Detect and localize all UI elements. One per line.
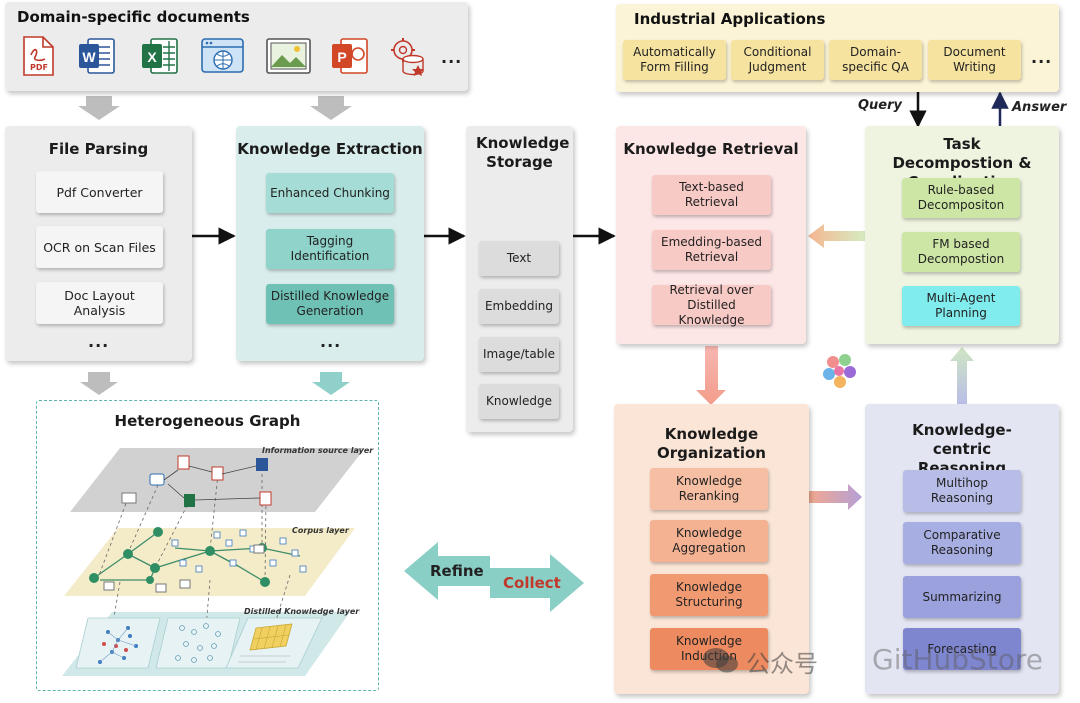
domain-documents-panel: Domain-specific documents PDF W X (5, 2, 468, 91)
industrial-more: ... (1031, 48, 1053, 67)
storage-image-table-card: Image/table (479, 337, 559, 372)
rule-based-decomposition-card: Rule-based Decompositon (902, 178, 1020, 218)
file-parsing-panel: File Parsing Pdf Converter OCR on Scan F… (5, 126, 192, 361)
forecasting-card: Forecasting (903, 628, 1021, 670)
enhanced-chunking-card: Enhanced Chunking (266, 173, 394, 213)
file-parsing-title: File Parsing (48, 140, 149, 158)
documents-more: ... (441, 48, 463, 67)
heterogeneous-graph-panel: Heterogeneous Graph (36, 400, 379, 691)
pdf-icon: PDF (21, 35, 55, 76)
fm-based-decomposition-card: FM based Decompostion (902, 232, 1020, 272)
collect-label: Collect (503, 574, 561, 592)
knowledge-storage-panel: Knowledge Storage Text Embedding Image/t… (466, 126, 573, 432)
doc-layout-card: Doc Layout Analysis (36, 282, 163, 324)
comparative-reasoning-card: Comparative Reasoning (903, 522, 1021, 564)
storage-text-card: Text (479, 241, 559, 276)
knowledge-extraction-panel: Knowledge Extraction Enhanced Chunking T… (236, 126, 424, 361)
knowledge-extraction-more: ... (320, 332, 342, 351)
knowledge-retrieval-panel: Knowledge Retrieval Text-based Retrieval… (616, 126, 806, 344)
knowledge-storage-title: Knowledge Storage (476, 134, 570, 171)
svg-text:W: W (82, 49, 96, 65)
distilled-knowledge-card: Distilled Knowledge Generation (266, 284, 394, 324)
wechat-icon (700, 644, 740, 676)
pdf-text: PDF (30, 63, 48, 72)
knowledge-aggregation-card: Knowledge Aggregation (650, 520, 768, 562)
app-form-filling: Automatically Form Filling (623, 40, 726, 80)
app-domain-qa: Domain-specific QA (829, 40, 922, 80)
knowledge-organization-title: Knowledge Organization (657, 425, 766, 462)
text-based-retrieval-card: Text-based Retrieval (652, 175, 771, 215)
file-parsing-more: ... (88, 332, 110, 351)
refine-label: Refine (430, 562, 484, 580)
industrial-applications-panel: Industrial Applications Automatically Fo… (616, 4, 1059, 92)
watermark-name: GitHubStore (872, 643, 1044, 676)
distilled-knowledge-layer-label: Distilled Knowledge layer (244, 607, 360, 616)
image-icon (266, 37, 311, 77)
knowledge-retrieval-title: Knowledge Retrieval (623, 140, 799, 158)
corpus-layer-label: Corpus layer (292, 526, 349, 535)
decomposition-to-retrieval-arrow (808, 224, 866, 248)
embedding-based-retrieval-card: Emedding-based Retrieval (652, 230, 771, 270)
app-conditional-judgment: Conditional Judgment (731, 40, 824, 80)
domain-documents-title: Domain-specific documents (17, 8, 250, 26)
summarizing-card: Summarizing (903, 576, 1021, 618)
database-gear-icon (388, 35, 424, 76)
multi-agent-planning-card: Multi-Agent Planning (902, 286, 1020, 326)
word-icon: W (78, 36, 115, 76)
storage-embedding-card: Embedding (479, 289, 559, 324)
flower-logo-icon (823, 354, 856, 388)
watermark-brand: 公众号 (746, 650, 818, 678)
organization-to-reasoning-arrow (809, 484, 862, 510)
distilled-retrieval-card: Retrieval over Distilled Knowledge (652, 283, 771, 327)
collect-arrow (490, 554, 584, 612)
pdf-converter-card: Pdf Converter (36, 171, 163, 213)
reasoning-to-decomposition-arrow (950, 347, 974, 404)
task-decomposition-panel: Task Decompostion & Coordination Rule-ba… (865, 126, 1059, 344)
excel-icon: X (141, 36, 178, 76)
graph-illustration (62, 448, 365, 676)
multihop-reasoning-card: Multihop Reasoning (903, 470, 1021, 512)
parsing-to-graph-arrow (80, 372, 118, 395)
doc-to-extraction-arrow (310, 96, 352, 120)
tagging-identification-card: Tagging Identification (266, 229, 394, 269)
ocr-card: OCR on Scan Files (36, 226, 163, 268)
app-document-writing: Document Writing (928, 40, 1021, 80)
information-source-layer-label: Information source layer (262, 446, 374, 455)
knowledge-structuring-card: Knowledge Structuring (650, 574, 768, 616)
industrial-applications-title: Industrial Applications (634, 10, 826, 28)
retrieval-to-organization-arrow (696, 346, 726, 405)
refine-arrow (404, 542, 490, 600)
doc-to-parsing-arrow (78, 96, 120, 120)
answer-label: Answer (1012, 100, 1067, 115)
storage-knowledge-card: Knowledge (479, 384, 559, 419)
query-label: Query (858, 98, 903, 113)
svg-text:X: X (147, 49, 157, 65)
powerpoint-icon: P (331, 36, 368, 76)
extraction-to-graph-arrow (312, 372, 350, 395)
knowledge-reasoning-panel: Knowledge-centric Reasoning Multihop Rea… (865, 404, 1059, 694)
web-icon (201, 37, 244, 77)
heterogeneous-graph-title: Heterogeneous Graph (114, 412, 301, 430)
knowledge-reranking-card: Knowledge Reranking (650, 468, 768, 510)
knowledge-organization-panel: Knowledge Organization Knowledge Reranki… (614, 404, 809, 694)
knowledge-extraction-title: Knowledge Extraction (237, 140, 423, 158)
svg-text:P: P (337, 49, 346, 65)
